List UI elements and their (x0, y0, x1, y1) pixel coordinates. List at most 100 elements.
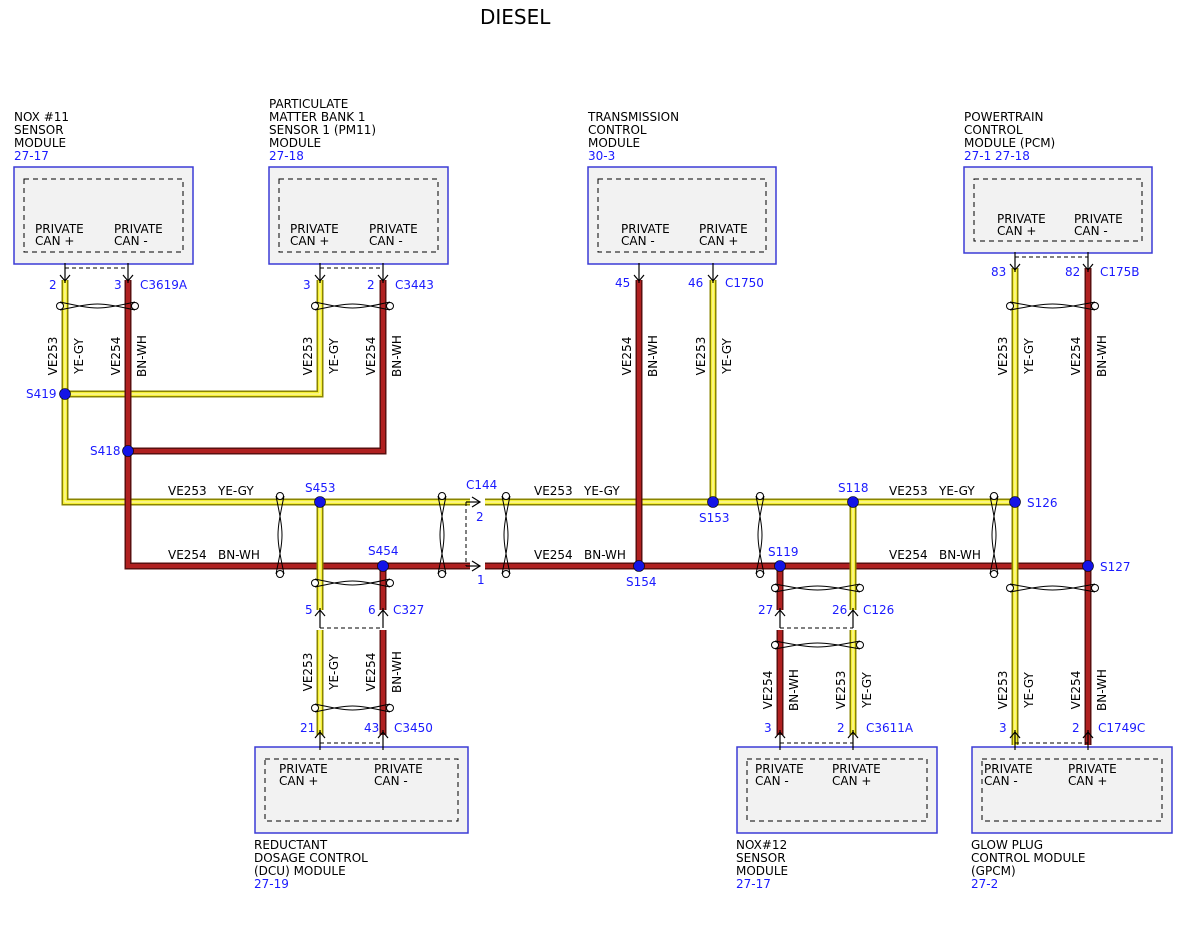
pin-arrow-nox11b-head (122, 274, 134, 282)
twist-nox11-b (59, 303, 136, 311)
twist-pcm-b (1009, 303, 1096, 311)
splice-s453-dot (314, 496, 326, 508)
wlabel-nox12-plus-circuit: VE253 (834, 671, 848, 710)
module-dcu-inner (264, 758, 459, 822)
pin-nox12-a: 3 (764, 721, 772, 735)
wlabel-tcm-plus-circuit: VE253 (694, 337, 708, 376)
splice-s454-label: S454 (368, 544, 399, 558)
pin-arrow-pcma-head (1009, 263, 1021, 271)
module-nox11-inner (23, 178, 184, 253)
hlabel-bus-minus-mid-color: BN-WH (584, 548, 626, 562)
pin-tcm-b: 46 (688, 276, 703, 290)
twist-pm11-end-a (311, 302, 319, 310)
pin-nox11-b: 3 (114, 278, 122, 292)
twist-bus-1-end-a (276, 492, 284, 500)
splice-s119-label: S119 (768, 545, 799, 559)
twist-bus-5-end-a (990, 492, 998, 500)
module-pcm-name-1: CONTROL (964, 123, 1023, 137)
twist-bus-4-end-b (756, 570, 764, 578)
module-nox11-name-0: NOX #11 (14, 110, 69, 124)
module-dcu-name-0: REDUCTANT (254, 838, 328, 852)
wlabel-pm11-plus-color: YE-GY (327, 337, 341, 374)
module-nox11-pin-a-l1: PRIVATE (35, 222, 84, 236)
module-pm11-box (268, 166, 449, 265)
module-nox11-pin-b-l1: PRIVATE (114, 222, 163, 236)
module-nox11-pin-a-l2: CAN + (35, 234, 74, 248)
twist-pcm (1006, 301, 1099, 311)
wire-pm11-minus-core (128, 280, 385, 453)
twist-dcu-upper-a (314, 578, 391, 586)
hlabel-bus-minus-left-circuit: VE254 (168, 548, 207, 562)
module-nox11-pin-b-l2: CAN - (114, 234, 148, 248)
twist-bus-1-end-b (276, 570, 284, 578)
pin-arrow-c327b-head (377, 609, 389, 617)
pin-arrow-gpcma-head (1009, 731, 1021, 739)
wlabel-nox11-plus-circuit: VE253 (46, 337, 60, 376)
splice-s454-dot (377, 560, 389, 572)
twist-nox12-upper-end-a (771, 584, 779, 592)
splice-s118-label: S118 (838, 481, 869, 495)
twist-pm11 (311, 301, 394, 311)
module-nox11-ref: 27-17 (14, 149, 49, 163)
pin-arrow-pcmb (1082, 252, 1094, 272)
pin-arrow-dcua (314, 730, 326, 750)
labels-layer: NOX #11SENSORMODULE27-17PARTICULATEMATTE… (14, 97, 1145, 891)
pin-pcm-b: 82 (1065, 265, 1080, 279)
pin-arrow-c327b (377, 608, 389, 628)
pin-c144-b: 1 (477, 573, 485, 587)
twist-gpcm (1006, 583, 1099, 593)
pin-c126-b: 26 (832, 603, 847, 617)
pin-arrow-c126b (847, 608, 859, 628)
module-dcu-pin-a-l2: CAN + (279, 774, 318, 788)
module-pm11-pin-a-l1: PRIVATE (290, 222, 339, 236)
hlabel-bus-minus-left-color: BN-WH (218, 548, 260, 562)
twist-pm11-a (314, 301, 391, 309)
module-pcm-name-2: MODULE (PCM) (964, 136, 1055, 150)
pin-arrow-dcub-head (377, 731, 389, 739)
module-pm11-pin-b-l2: CAN - (369, 234, 403, 248)
module-tcm-pin-a-l1: PRIVATE (621, 222, 670, 236)
twist-dcu-lower-a (314, 703, 391, 711)
pin-c144-a: 2 (476, 510, 484, 524)
pin-arrow-pm11b-head (377, 274, 389, 282)
wlabel-nox12-minus-circuit: VE254 (761, 671, 775, 710)
module-tcm-name-0: TRANSMISSION (587, 110, 679, 124)
module-pcm-pin-a-l1: PRIVATE (997, 212, 1046, 226)
wire-pm11-plus-outline (65, 280, 324, 398)
connector-pcm: C175B (1100, 265, 1140, 279)
pin-arrow-pcma (1009, 252, 1021, 272)
twist-dcu-lower (311, 703, 394, 713)
splice-s418-label: S418 (90, 444, 121, 458)
c144-head-a (471, 496, 482, 508)
wlabel-pcm-minus-color: BN-WH (1095, 335, 1109, 377)
module-gpcm-box (971, 746, 1173, 834)
module-gpcm-inner (981, 758, 1163, 822)
module-pcm-pin-a-l2: CAN + (997, 224, 1036, 238)
pin-arrow-nox11a (59, 263, 71, 283)
wlabel-nox11-minus-color: BN-WH (135, 335, 149, 377)
twist-gpcm-a (1009, 583, 1096, 591)
module-nox12-name-1: SENSOR (736, 851, 786, 865)
module-gpcm-name-2: (GPCM) (971, 864, 1016, 878)
hlabel-bus-plus-mid-color: YE-GY (583, 484, 620, 498)
twist-bus-5-b (991, 495, 999, 575)
hlabel-bus-minus-right-color: BN-WH (939, 548, 981, 562)
wlabel-dcu-plus-circuit: VE253 (301, 653, 315, 692)
pin-arrow-nox12b (847, 730, 859, 750)
twist-gpcm-b (1009, 585, 1096, 593)
connector-pm11: C3443 (395, 278, 434, 292)
twist-nox12-lower (771, 640, 864, 650)
connector-c144: C144 (466, 478, 497, 492)
splice-s153-label: S153 (699, 511, 730, 525)
module-pcm-pin-b-l2: CAN - (1074, 224, 1108, 238)
twist-bus-3-a (501, 495, 509, 575)
pin-arrow-tcma-head (633, 274, 645, 282)
pin-arrow-pm11a-head (314, 274, 326, 282)
